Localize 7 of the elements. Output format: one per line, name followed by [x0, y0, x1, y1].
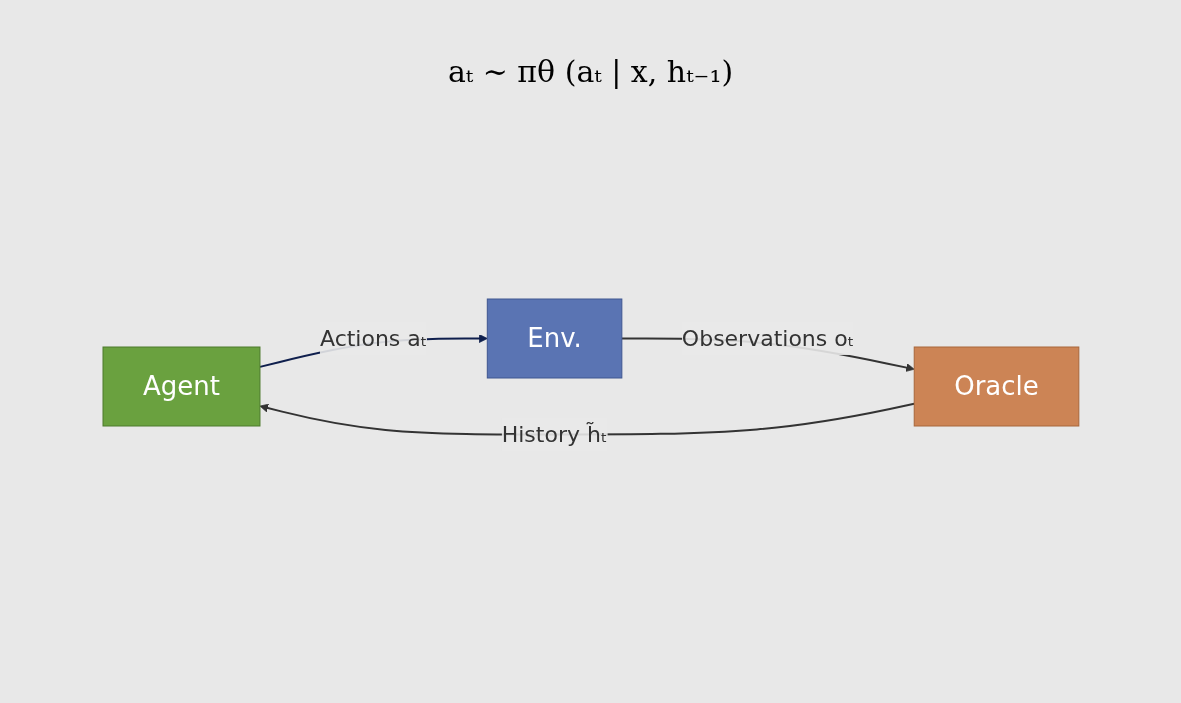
- edge-label: History h̃ₜ: [501, 422, 607, 447]
- node-box: Agent: [102, 346, 261, 427]
- edge-label: Actions aₜ: [319, 326, 427, 351]
- node-box: Env.: [486, 298, 622, 379]
- policy-formula: aₜ ∼ πθ (aₜ | x, hₜ₋₁): [447, 54, 734, 89]
- edge-label: Observations oₜ: [681, 326, 854, 351]
- node-box: Oracle: [913, 346, 1079, 427]
